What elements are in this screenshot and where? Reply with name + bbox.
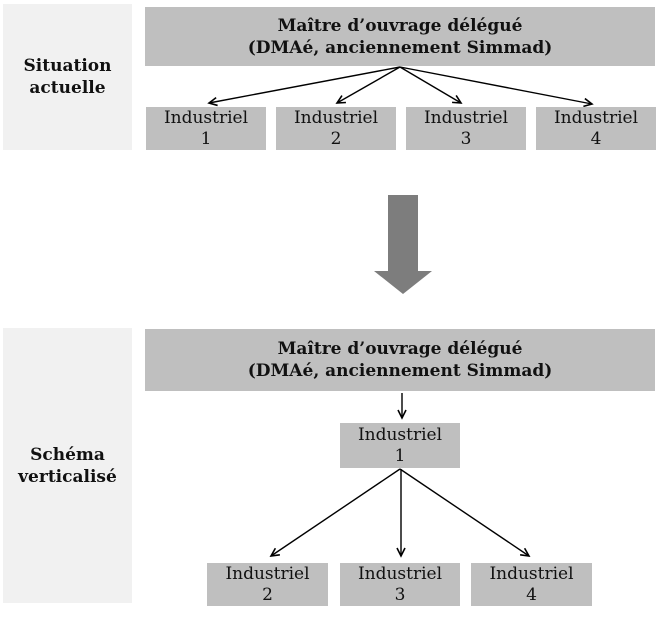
bottom-root-node: Maître d’ouvrage délégué (DMAé, ancienne… bbox=[145, 329, 655, 391]
node-number: 3 bbox=[460, 128, 472, 149]
node-label: Industriel bbox=[357, 424, 443, 445]
section-label-text: Schéma bbox=[30, 444, 105, 465]
top-root-node: Maître d’ouvrage délégué (DMAé, ancienne… bbox=[145, 7, 655, 66]
node-label: Industriel bbox=[163, 107, 249, 128]
node-number: 2 bbox=[262, 584, 273, 605]
bottom-connectors bbox=[269, 393, 531, 558]
bottom-node-industriel-4: Industriel 4 bbox=[471, 563, 592, 606]
section-label-situation-actuelle: Situation actuelle bbox=[3, 4, 132, 150]
node-number: 4 bbox=[526, 584, 537, 605]
root-node-subtitle: (DMAé, anciennement Simmad) bbox=[247, 361, 553, 381]
node-number: 3 bbox=[394, 584, 406, 605]
connector-line bbox=[399, 66, 594, 108]
top-node-industriel-1: Industriel 1 bbox=[146, 107, 266, 150]
node-label: Industriel bbox=[423, 107, 509, 128]
bottom-node-industriel-1: Industriel 1 bbox=[340, 423, 460, 468]
transition-down-arrow-icon bbox=[374, 195, 432, 294]
node-label: Industriel bbox=[357, 563, 443, 584]
node-number: 2 bbox=[330, 128, 342, 149]
connector-line bbox=[269, 468, 401, 558]
node-label: Industriel bbox=[489, 563, 574, 584]
top-node-industriel-4: Industriel 4 bbox=[536, 107, 656, 150]
root-node-subtitle: (DMAé, anciennement Simmad) bbox=[247, 37, 553, 58]
node-number: 4 bbox=[590, 128, 602, 149]
section-label-text: actuelle bbox=[29, 78, 106, 98]
top-fan-connectors bbox=[207, 66, 594, 108]
node-number: 1 bbox=[394, 445, 406, 466]
node-label: Industriel bbox=[225, 563, 310, 584]
node-number: 1 bbox=[200, 128, 212, 149]
root-node-title: Maître d’ouvrage délégué bbox=[277, 339, 523, 359]
node-label: Industriel bbox=[553, 107, 639, 128]
bottom-node-industriel-3: Industriel 3 bbox=[340, 563, 460, 606]
top-node-industriel-3: Industriel 3 bbox=[406, 107, 526, 150]
section-label-text: verticalisé bbox=[18, 466, 117, 487]
top-node-industriel-2: Industriel 2 bbox=[276, 107, 396, 150]
connector-line bbox=[399, 468, 531, 558]
bottom-node-industriel-2: Industriel 2 bbox=[207, 563, 328, 606]
root-node-title: Maître d’ouvrage délégué bbox=[277, 15, 523, 36]
connector-line bbox=[399, 66, 463, 104]
connector-line bbox=[335, 66, 401, 104]
section-label-text: Situation bbox=[23, 56, 112, 76]
node-label: Industriel bbox=[293, 107, 379, 128]
connector-line bbox=[207, 66, 401, 107]
section-label-schema-verticalise: Schéma verticalisé bbox=[3, 328, 132, 603]
